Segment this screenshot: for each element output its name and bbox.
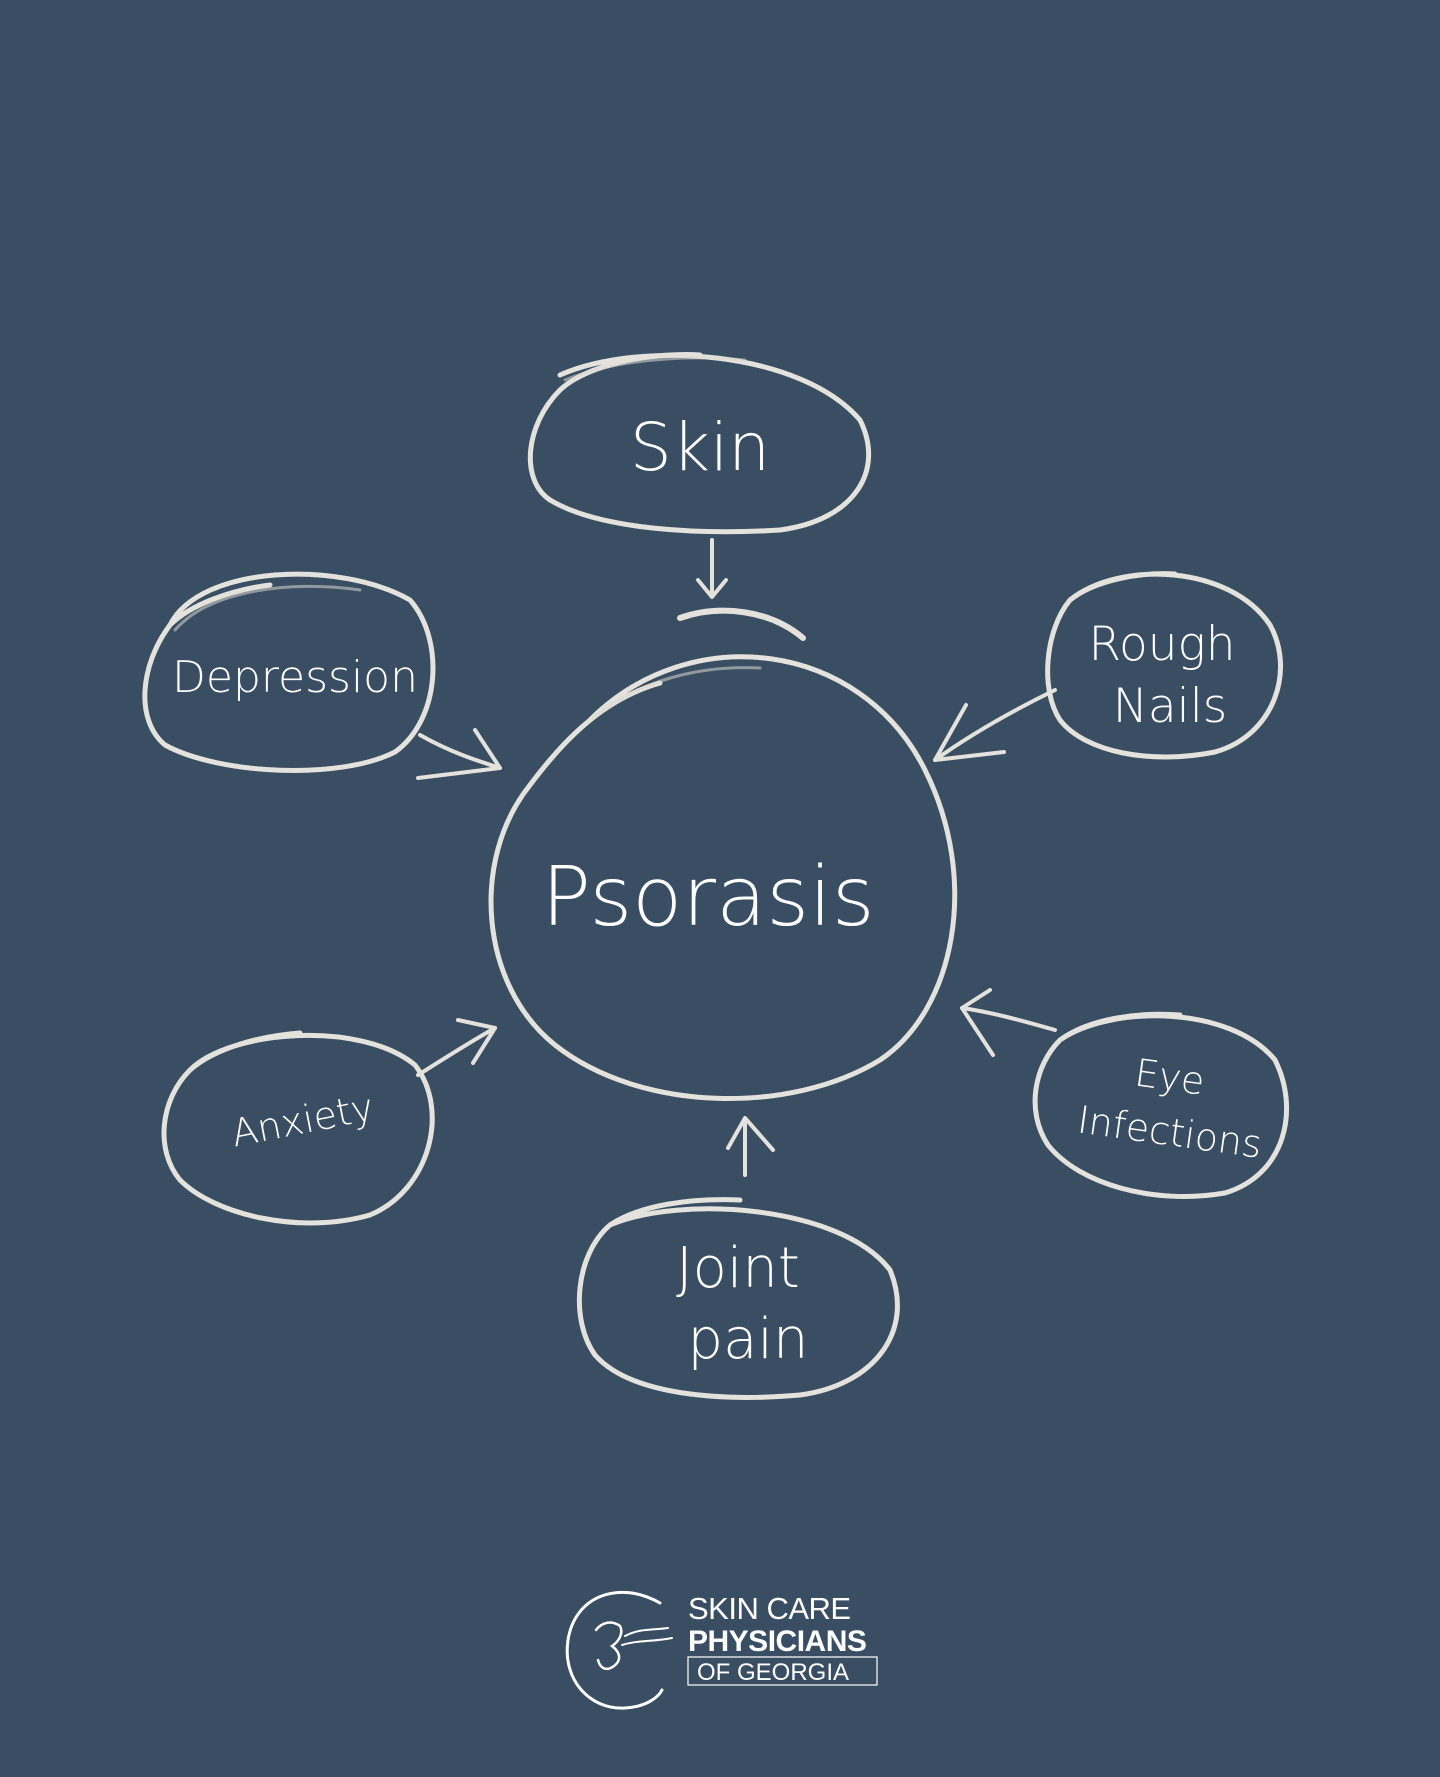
node-joint-pain-line1: Joint bbox=[676, 1236, 800, 1301]
node-anxiety: Anxiety bbox=[161, 1030, 435, 1226]
node-skin: Skin bbox=[527, 352, 872, 535]
logo-line1: SKIN CARE bbox=[688, 1591, 851, 1626]
node-eye-infections-line1: Eye bbox=[1132, 1050, 1207, 1103]
node-anxiety-label: Anxiety bbox=[228, 1085, 378, 1156]
arrow-skin bbox=[696, 538, 728, 599]
arrow-rough-nails bbox=[933, 688, 1057, 762]
node-rough-nails-line1: Rough bbox=[1088, 617, 1235, 672]
node-depression-label: Depression bbox=[172, 652, 418, 703]
node-eye-infections-line2: Infections bbox=[1075, 1097, 1265, 1166]
arrow-anxiety bbox=[416, 1018, 497, 1077]
arrow-depression bbox=[416, 728, 502, 780]
node-skin-label: Skin bbox=[630, 409, 770, 486]
logo-line3-frame bbox=[687, 1656, 878, 1686]
node-joint-pain-line2: pain bbox=[688, 1307, 809, 1372]
profile-face-icon bbox=[565, 1590, 673, 1710]
arrow-joint-pain bbox=[726, 1116, 775, 1177]
node-rough-nails: Rough Nails bbox=[1045, 571, 1284, 760]
node-rough-nails-line2: Nails bbox=[1113, 679, 1228, 734]
center-node: Psorasis bbox=[488, 607, 958, 1101]
logo-line2: PHYSICIANS bbox=[688, 1625, 866, 1658]
node-eye-infections: Eye Infections bbox=[1032, 1011, 1290, 1199]
node-depression: Depression bbox=[142, 571, 436, 773]
node-joint-pain: Joint pain bbox=[576, 1197, 900, 1400]
logo-line3: OF GEORGIA bbox=[697, 1659, 849, 1686]
brand-logo: SKIN CARE PHYSICIANS OF GEORGIA bbox=[565, 1590, 878, 1710]
center-label: Psorasis bbox=[541, 850, 874, 945]
arrow-eye-infections bbox=[960, 988, 1057, 1057]
